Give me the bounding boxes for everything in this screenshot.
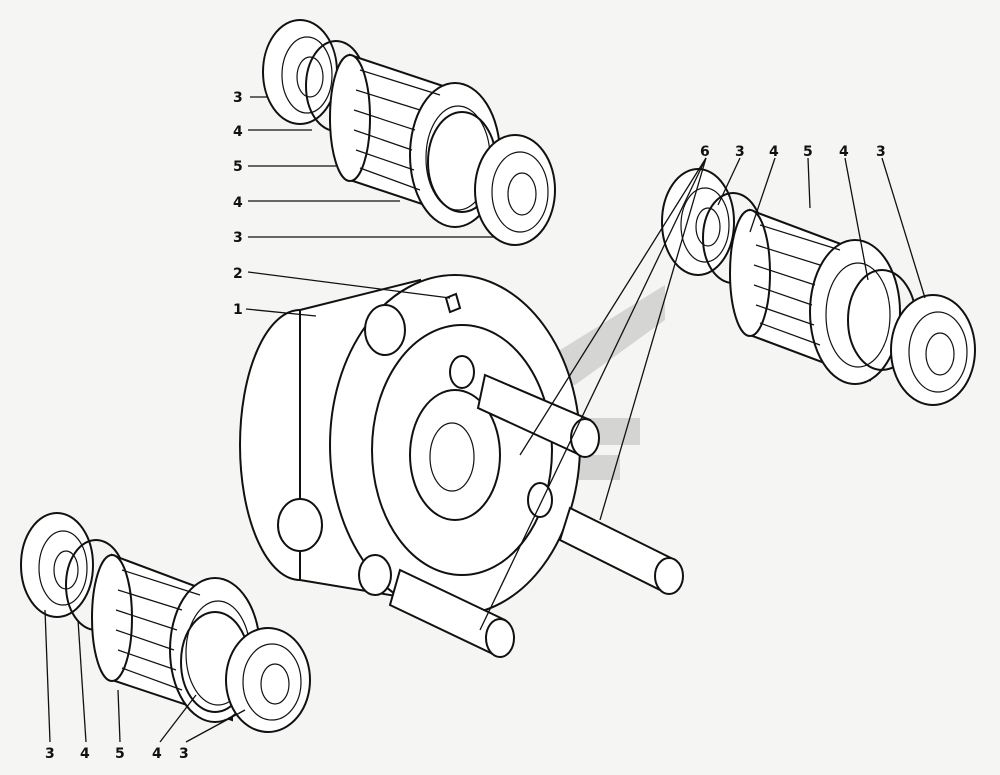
callout-bearing: 3	[45, 746, 55, 762]
callout-shaft: 6	[700, 144, 710, 160]
callout-ring: 4	[152, 746, 162, 762]
callouts-bottom: 3 4 5 4 3	[45, 746, 189, 762]
callout-bearing: 3	[233, 90, 243, 106]
shaft-right	[558, 506, 684, 595]
bearing-right-front	[890, 294, 976, 406]
carrier-housing	[239, 274, 581, 616]
callout-bearing: 3	[735, 144, 745, 160]
bearing-top-left-front	[474, 134, 556, 246]
bearing-bottom-back	[20, 512, 94, 618]
callouts-top-left: 3 4 5 4 3	[233, 90, 243, 246]
gear-right	[729, 208, 901, 385]
callout-carrier: 1	[233, 302, 243, 318]
leader-lines	[44, 96, 926, 743]
bearing-bottom-front	[225, 627, 311, 733]
callout-bearing: 3	[179, 746, 189, 762]
callout-ring: 4	[80, 746, 90, 762]
callout-gear: 5	[233, 159, 243, 175]
callout-bearing: 3	[876, 144, 886, 160]
gear-group-right	[661, 168, 976, 406]
callouts-carrier: 2 1	[233, 266, 243, 318]
callout-ring: 4	[769, 144, 779, 160]
callout-ring: 4	[233, 124, 243, 140]
callout-grease-nipple: 2	[233, 266, 243, 282]
bearing-top-left-back	[262, 19, 338, 125]
gear-group-top-left	[262, 19, 556, 246]
callout-ring: 4	[839, 144, 849, 160]
callout-bearing: 3	[233, 230, 243, 246]
gear-group-bottom	[20, 512, 311, 733]
shaft-lower	[388, 568, 515, 658]
callout-ring: 4	[233, 195, 243, 211]
callout-gear: 5	[803, 144, 813, 160]
shaft-upper	[476, 373, 600, 458]
callouts-right: 6 3 4 5 4 3	[700, 144, 886, 160]
callout-gear: 5	[115, 746, 125, 762]
